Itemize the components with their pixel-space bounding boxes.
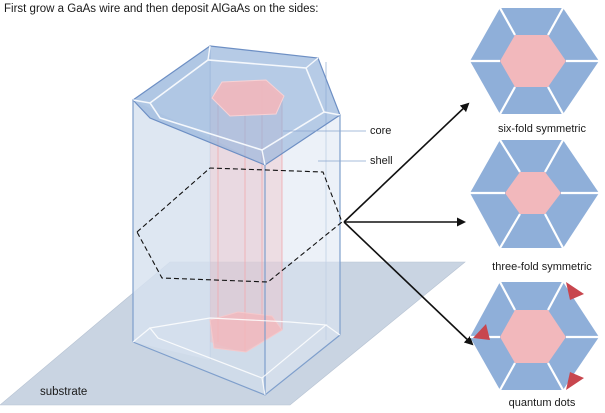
cross-section-quantum-dots (470, 281, 599, 391)
three-fold-caption: three-fold symmetric (492, 261, 592, 273)
core-top-hexagon (211, 79, 285, 117)
substrate-label: substrate (40, 386, 88, 398)
arrows (343, 102, 474, 346)
three-fold-core (505, 172, 561, 214)
cross-section-three-fold (470, 139, 599, 249)
shell-label: shell (370, 155, 393, 167)
six-fold-core (500, 35, 566, 87)
figure-title: First grow a GaAs wire and then deposit … (4, 3, 319, 15)
core-bottom-hexagon (209, 311, 283, 353)
quantum-dot-3 (566, 372, 584, 390)
six-fold-caption: six-fold symmetric (497, 123, 586, 135)
cross-section-outline (136, 167, 343, 283)
quantum-dot-2 (473, 324, 490, 340)
wire-bottom-facets (132, 317, 341, 396)
arrow-to-quantum-dots (343, 221, 474, 346)
core-label: core (370, 125, 392, 137)
arrow-to-six-fold (343, 102, 470, 223)
quantum-dots-caption: quantum dots (508, 397, 576, 409)
quantum-dots-core (500, 310, 566, 363)
cross-section-six-fold (470, 7, 599, 115)
quantum-dot-1 (566, 282, 584, 300)
wire-top-face (132, 45, 341, 166)
